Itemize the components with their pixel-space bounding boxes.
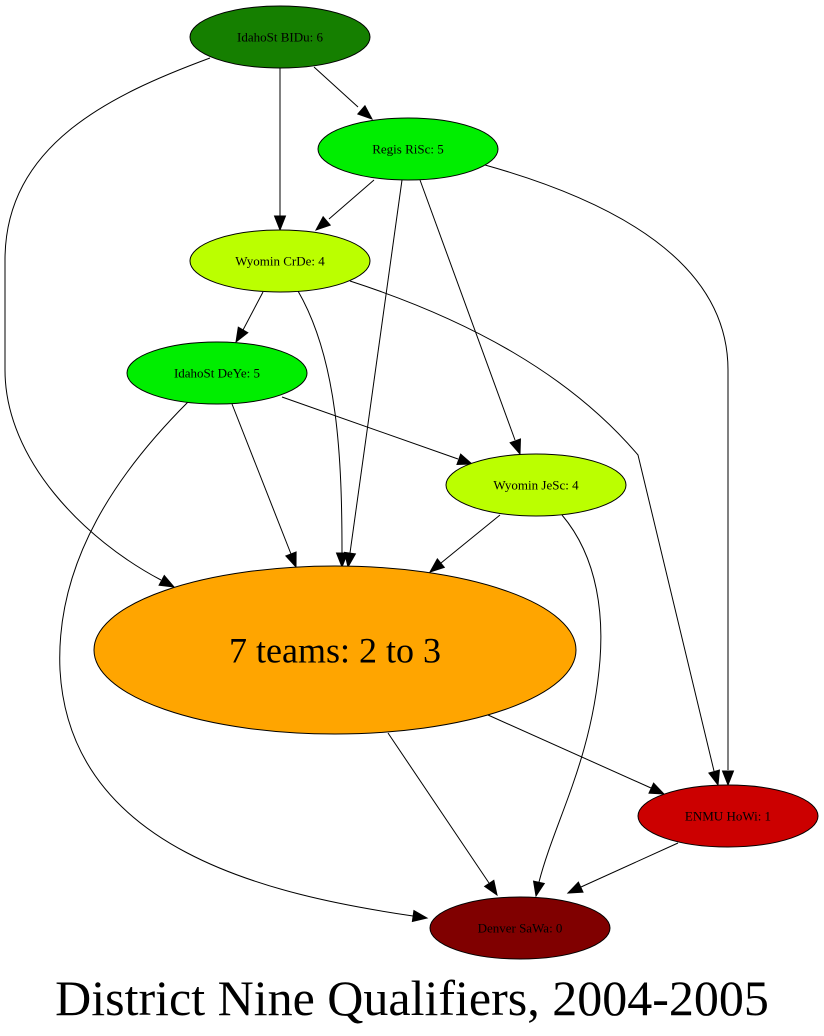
nodes-layer: IdahoSt BIDu: 6 Regis RiSc: 5 Wyomin CrDe:… — [93, 5, 819, 960]
node-ellipse — [317, 117, 499, 181]
arrowhead — [708, 769, 721, 787]
edge-line — [580, 842, 679, 888]
edge-regis-risc-to-wyomin-jesc — [419, 179, 521, 456]
arrowhead — [314, 215, 332, 231]
node-regis-risc: Regis RiSc: 5 — [317, 117, 499, 181]
edge-line — [487, 714, 652, 789]
edge-seven-teams-to-enmu-howi — [487, 714, 666, 795]
edges-layer — [4, 57, 735, 923]
node-label: Wyomin JeSc: 4 — [493, 478, 579, 493]
edge-wyomin-jesc-to-denver-sawa — [532, 514, 602, 898]
arrowhead — [411, 909, 429, 923]
edge-wyomin-crde-to-seven-teams — [297, 290, 349, 569]
node-label: IdahoSt DeYe: 5 — [174, 366, 260, 381]
node-label: Regis RiSc: 5 — [372, 142, 444, 157]
edge-wyomin-crde-to-idahost-deye — [235, 291, 264, 344]
arrowhead — [235, 326, 249, 344]
edge-seven-teams-to-denver-sawa — [387, 732, 498, 897]
node-label: Denver SaWa: 0 — [478, 921, 563, 936]
edge-line — [242, 291, 264, 331]
node-denver-sawa: Denver SaWa: 0 — [429, 896, 611, 960]
edge-line — [313, 66, 359, 108]
edge-line — [349, 179, 403, 554]
arrowhead — [335, 552, 349, 569]
edge-wyomin-jesc-to-seven-teams — [428, 514, 501, 573]
node-label: Wyomin CrDe: 4 — [235, 254, 325, 269]
edge-line — [328, 179, 375, 220]
node-ellipse — [126, 341, 308, 405]
node-ellipse — [189, 229, 371, 293]
arrowhead — [566, 881, 584, 894]
node-wyomin-crde: Wyomin CrDe: 4 — [189, 229, 371, 293]
node-ellipse — [637, 784, 819, 848]
arrowhead — [428, 557, 446, 573]
edge-line — [387, 732, 490, 884]
edge-wyomin-crde-to-enmu-howi — [349, 280, 721, 787]
node-idahost-deye: IdahoSt DeYe: 5 — [126, 341, 308, 405]
arrowhead — [648, 782, 666, 795]
edge-line — [59, 401, 414, 917]
arrowhead — [343, 551, 357, 569]
edge-regis-risc-to-seven-teams — [343, 179, 403, 569]
edge-idahost-bidu-to-regis-risc — [313, 66, 374, 120]
node-ellipse — [429, 896, 611, 960]
edge-idahost-bidu-to-seven-teams — [4, 57, 211, 588]
node-label: 7 teams: 2 to 3 — [229, 631, 441, 671]
arrowhead — [284, 551, 297, 569]
node-enmu-howi: ENMU HoWi: 1 — [637, 784, 819, 848]
arrowhead — [456, 453, 474, 465]
graph-title: District Nine Qualifiers, 2004-2005 — [55, 970, 769, 1026]
arrowhead — [532, 880, 546, 898]
edge-enmu-howi-to-denver-sawa — [566, 842, 679, 894]
edge-regis-risc-to-enmu-howi — [484, 164, 735, 787]
node-ellipse — [445, 453, 627, 517]
edge-line — [231, 403, 292, 555]
edge-idahost-bidu-to-wyomin-crde — [273, 68, 287, 232]
edge-line — [538, 514, 602, 883]
edge-line — [419, 179, 516, 441]
node-ellipse — [189, 5, 371, 69]
edge-regis-risc-to-wyomin-crde — [314, 179, 375, 231]
arrowhead — [721, 770, 735, 787]
node-seven-teams: 7 teams: 2 to 3 — [93, 565, 577, 735]
arrowhead — [158, 574, 176, 588]
node-label: ENMU HoWi: 1 — [685, 809, 771, 824]
edge-line — [4, 57, 211, 581]
edge-line — [349, 280, 715, 772]
edge-line — [297, 290, 343, 554]
node-wyomin-jesc: Wyomin JeSc: 4 — [445, 453, 627, 517]
edge-line — [484, 164, 729, 770]
arrowhead — [483, 879, 498, 897]
node-label: IdahoSt BIDu: 6 — [237, 30, 323, 45]
edge-idahost-deye-to-denver-sawa — [59, 401, 429, 923]
edge-line — [281, 396, 459, 460]
edge-idahost-deye-to-wyomin-jesc — [281, 396, 474, 465]
arrowhead — [273, 215, 287, 232]
node-ellipse — [93, 565, 577, 735]
node-idahost-bidu: IdahoSt BIDu: 6 — [189, 5, 371, 69]
edge-line — [440, 514, 501, 564]
arrowhead — [509, 438, 521, 456]
edge-idahost-deye-to-seven-teams — [231, 403, 297, 569]
arrowhead — [356, 104, 374, 120]
